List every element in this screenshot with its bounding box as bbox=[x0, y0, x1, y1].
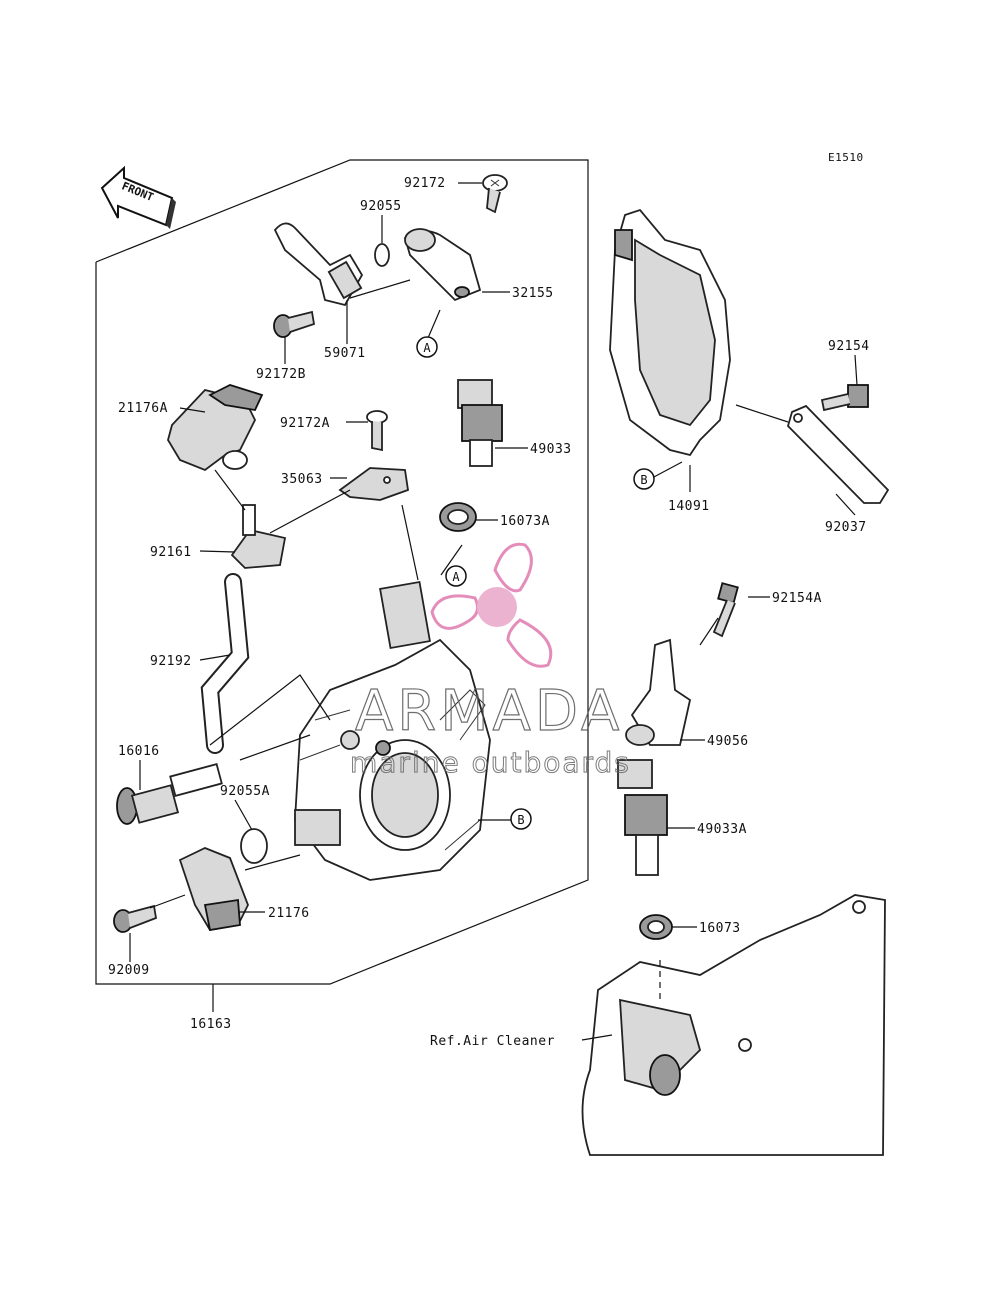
injector-49033A-part bbox=[617, 759, 668, 876]
ref-marker-b-mid: B bbox=[510, 808, 532, 830]
svg-text:B: B bbox=[517, 813, 524, 827]
cover-14091-part bbox=[609, 208, 731, 457]
label-16073A: 16073A bbox=[500, 514, 550, 529]
watermark-tagline: marine outboards bbox=[350, 746, 631, 779]
screw-92172-part bbox=[482, 174, 508, 214]
bolt-92154A-part bbox=[712, 582, 739, 638]
label-92154: 92154 bbox=[828, 339, 870, 354]
label-14091: 14091 bbox=[668, 499, 710, 514]
sensor-59071-part bbox=[273, 222, 364, 307]
fitting-92161-part bbox=[230, 504, 287, 569]
bracket-92037-part bbox=[786, 404, 890, 504]
label-35063: 35063 bbox=[281, 472, 323, 487]
injector-49033-part bbox=[457, 379, 503, 467]
leader-lines bbox=[129, 182, 858, 1041]
oring-92055-part bbox=[374, 243, 390, 267]
ref-marker-a-top: A bbox=[416, 336, 438, 358]
label-92172: 92172 bbox=[404, 176, 446, 191]
sensor-21176A-part bbox=[167, 384, 264, 472]
ref-marker-b-right: B bbox=[633, 468, 655, 490]
armada-watermark: ARMADA marine outboards bbox=[350, 542, 631, 780]
hose-92192-part bbox=[200, 573, 250, 754]
label-92037: 92037 bbox=[825, 520, 867, 535]
air-cleaner-ref-part bbox=[581, 894, 886, 1156]
part-labels: 92172 92055 32155 59071 92172B 21176A 92… bbox=[108, 176, 870, 1049]
label-ref-air-cleaner: Ref.Air Cleaner bbox=[430, 1034, 555, 1049]
housing-32155-part bbox=[403, 228, 482, 302]
label-92161: 92161 bbox=[150, 545, 192, 560]
label-92055A: 92055A bbox=[220, 784, 270, 799]
seal-16073A-part bbox=[439, 502, 477, 532]
bolt-92172B-part bbox=[273, 310, 316, 338]
watermark-brand: ARMADA bbox=[355, 679, 623, 744]
label-49033: 49033 bbox=[530, 442, 572, 457]
front-arrow-icon: FRONT bbox=[100, 165, 176, 229]
ref-marker-a-mid: A bbox=[445, 565, 467, 587]
bolt-92009-part bbox=[113, 904, 158, 933]
bolt-92154-part bbox=[820, 384, 869, 412]
label-21176A: 21176A bbox=[118, 401, 168, 416]
label-16073: 16073 bbox=[699, 921, 741, 936]
label-59071: 59071 bbox=[324, 346, 366, 361]
propeller-logo-icon bbox=[430, 542, 553, 668]
pipe-49056-part bbox=[625, 638, 692, 746]
label-49033A: 49033A bbox=[697, 822, 747, 837]
seal-16073-part bbox=[639, 914, 673, 940]
label-49056: 49056 bbox=[707, 734, 749, 749]
screw-16016-part bbox=[116, 763, 223, 825]
svg-text:A: A bbox=[423, 341, 431, 355]
label-92172A: 92172A bbox=[280, 416, 330, 431]
label-92055: 92055 bbox=[360, 199, 402, 214]
screw-92172A-part bbox=[366, 410, 388, 452]
label-32155: 32155 bbox=[512, 286, 554, 301]
sensor-21176-part bbox=[178, 847, 249, 932]
svg-text:A: A bbox=[452, 570, 460, 584]
bracket-35063-part bbox=[338, 467, 409, 501]
label-16163: 16163 bbox=[190, 1017, 232, 1032]
oring-92055A-part bbox=[240, 828, 268, 864]
label-92192: 92192 bbox=[150, 654, 192, 669]
label-16016: 16016 bbox=[118, 744, 160, 759]
svg-text:B: B bbox=[640, 473, 647, 487]
throttle-body-16163-part bbox=[294, 580, 491, 881]
label-92172B: 92172B bbox=[256, 367, 306, 382]
label-21176: 21176 bbox=[268, 906, 310, 921]
diagram-code: E1510 bbox=[828, 151, 864, 164]
label-92009: 92009 bbox=[108, 963, 150, 978]
label-92154A: 92154A bbox=[772, 591, 822, 606]
assembly-outline bbox=[95, 159, 589, 985]
